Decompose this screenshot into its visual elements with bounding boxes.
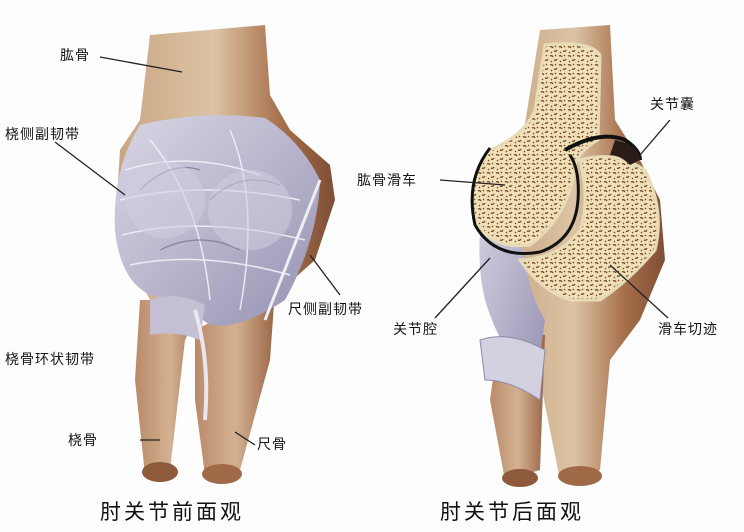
label-humerus: 肱骨 <box>60 48 90 64</box>
caption-posterior-view: 肘关节后面观 <box>440 500 584 524</box>
anterior-elbow-illustration <box>114 25 335 484</box>
label-articular-cavity: 关节腔 <box>393 322 438 338</box>
caption-anterior-view: 肘关节前面观 <box>100 500 244 524</box>
label-trochlea-of-humerus: 肱骨滑车 <box>357 173 417 189</box>
label-articular-capsule: 关节囊 <box>650 97 695 113</box>
label-trochlear-notch: 滑车切迹 <box>658 322 718 338</box>
label-radial-collateral-ligament: 桡侧副韧带 <box>5 127 80 143</box>
label-ulnar-collateral-ligament: 尺侧副韧带 <box>288 302 363 318</box>
leader-lines <box>54 56 671 446</box>
label-annular-ligament-of-radius: 桡骨环状韧带 <box>5 352 95 368</box>
posterior-elbow-illustration <box>470 25 665 487</box>
label-ulna: 尺骨 <box>257 437 287 453</box>
label-radius: 桡骨 <box>68 433 98 449</box>
